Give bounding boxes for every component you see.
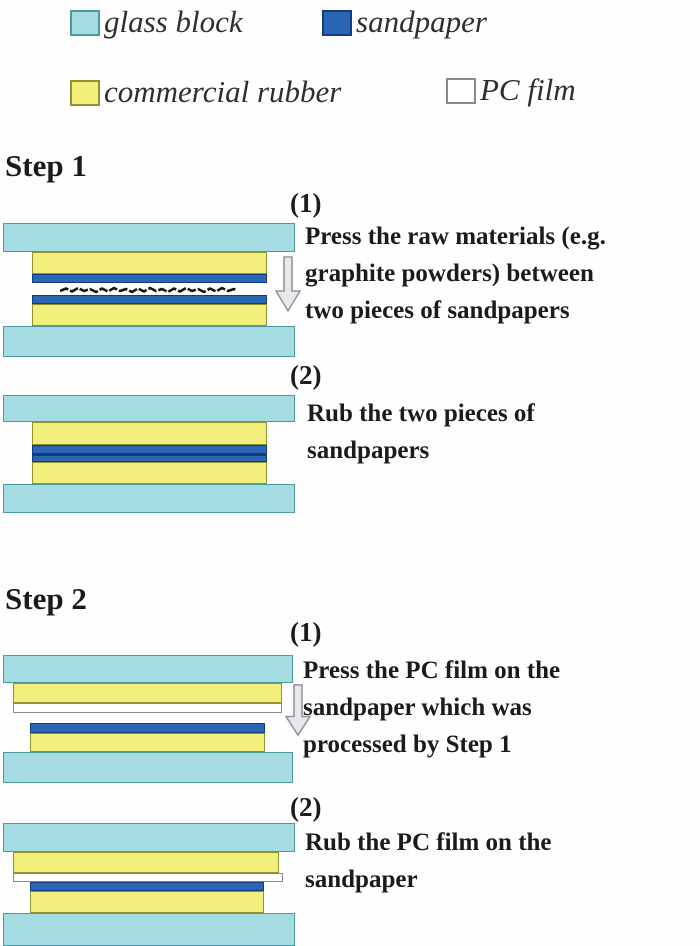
glass-block-layer bbox=[3, 913, 295, 946]
step2-sub2-caption: Rub the PC film on the sandpaper bbox=[305, 824, 552, 898]
rubber-layer bbox=[30, 891, 264, 913]
step2-title: Step 2 bbox=[5, 581, 87, 616]
glass-block-layer bbox=[3, 484, 295, 513]
rubber-layer bbox=[13, 683, 282, 703]
rubber-layer bbox=[32, 252, 267, 274]
step2-rub-diagram bbox=[3, 823, 295, 946]
step2-sub2-number: (2) bbox=[290, 792, 322, 822]
step1-sub1-number: (1) bbox=[290, 188, 322, 218]
text-line: Rub the PC film on the bbox=[305, 829, 552, 856]
text-line: Press the raw materials (e.g. bbox=[305, 223, 606, 250]
text-line: two pieces of sandpapers bbox=[305, 297, 570, 324]
sandpaper-layer bbox=[30, 723, 265, 733]
step1-sub2-number: (2) bbox=[290, 360, 322, 390]
legend-label: glass block bbox=[104, 4, 243, 39]
pc-film-swatch-icon bbox=[446, 78, 476, 104]
step1-sub2-caption: Rub the two pieces of sandpapers bbox=[307, 395, 535, 469]
text-line: sandpaper which was bbox=[303, 694, 532, 721]
step1-title: Step 1 bbox=[5, 148, 87, 183]
pc-film-layer bbox=[13, 703, 282, 713]
sandpaper-layer bbox=[32, 445, 267, 462]
sandpaper-layer bbox=[30, 882, 264, 891]
text-line: sandpaper bbox=[305, 866, 418, 893]
sandpaper-interface-line bbox=[33, 453, 266, 456]
rubber-layer bbox=[32, 422, 267, 445]
rubber-swatch-icon bbox=[70, 80, 100, 106]
step1-press-diagram bbox=[3, 223, 295, 357]
text-line: graphite powders) between bbox=[305, 260, 594, 287]
rubber-layer bbox=[32, 462, 267, 484]
graphite-powder bbox=[60, 286, 237, 294]
legend-item-sandpaper: sandpaper bbox=[322, 4, 487, 40]
sandpaper-layer bbox=[32, 295, 267, 304]
rubber-layer bbox=[32, 304, 267, 326]
glass-block-layer bbox=[3, 752, 293, 783]
legend-item-glass-block: glass block bbox=[70, 4, 243, 40]
step2-sub1-caption: Press the PC film on the sandpaper which… bbox=[303, 652, 560, 763]
glass-block-layer bbox=[3, 326, 295, 357]
step1-sub1-caption: Press the raw materials (e.g. graphite p… bbox=[305, 218, 606, 329]
glass-block-layer bbox=[3, 395, 295, 422]
text-line: sandpapers bbox=[307, 437, 430, 464]
step2-sub1-number: (1) bbox=[290, 617, 322, 647]
press-arrow-icon bbox=[275, 256, 302, 313]
text-line: Rub the two pieces of bbox=[307, 400, 535, 427]
legend-label: sandpaper bbox=[356, 4, 487, 39]
step2-press-diagram bbox=[3, 655, 293, 783]
rubber-layer bbox=[13, 852, 279, 873]
pc-film-layer bbox=[13, 873, 283, 882]
glass-block-layer bbox=[3, 655, 293, 683]
glass-block-layer bbox=[3, 823, 295, 852]
rubber-layer bbox=[30, 733, 265, 752]
legend-label: PC film bbox=[480, 72, 576, 107]
step1-rub-diagram bbox=[3, 395, 295, 513]
legend-label: commercial rubber bbox=[104, 74, 342, 109]
press-arrow-icon bbox=[285, 684, 312, 737]
text-line: Press the PC film on the bbox=[303, 657, 561, 684]
glass-block-layer bbox=[3, 223, 295, 252]
text-line: processed by Step 1 bbox=[303, 731, 512, 758]
legend-item-commercial-rubber: commercial rubber bbox=[70, 74, 341, 110]
glass-block-swatch-icon bbox=[70, 10, 100, 36]
sandpaper-layer bbox=[32, 274, 267, 283]
legend-item-pc-film: PC film bbox=[446, 72, 576, 108]
sandpaper-swatch-icon bbox=[322, 10, 352, 36]
